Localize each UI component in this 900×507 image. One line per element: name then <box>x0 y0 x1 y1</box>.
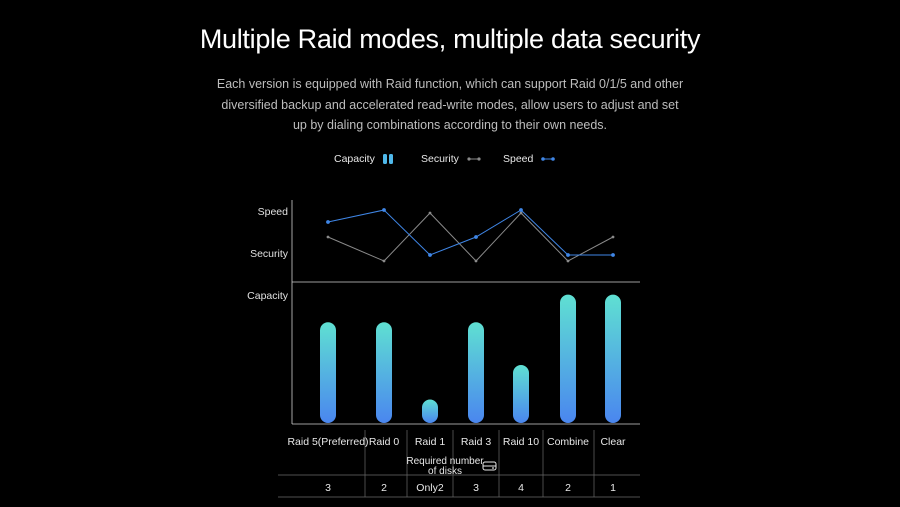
disk-count: 3 <box>325 482 331 494</box>
category-label: Raid 3 <box>461 436 492 448</box>
y-label-capacity: Capacity <box>247 290 289 302</box>
disk-icon <box>482 461 497 471</box>
security-point <box>382 259 386 263</box>
capacity-bars <box>320 294 621 423</box>
category-labels: Raid 5(Preferred)Raid 0 Raid 1 Raid 3 Raid … <box>287 436 626 448</box>
security-point <box>611 235 615 239</box>
capacity-bar <box>422 399 438 423</box>
capacity-bar <box>605 294 621 423</box>
speed-point <box>566 253 570 257</box>
speed-line <box>327 209 613 256</box>
category-label: Raid 0 <box>369 436 400 448</box>
category-label: Clear <box>600 436 626 448</box>
disk-count-row: 3 2 Only2 3 4 2 1 <box>325 482 616 494</box>
chart-legend: Capacity Security Speed <box>0 153 900 169</box>
speed-point <box>326 220 330 224</box>
disk-count: 1 <box>610 482 616 494</box>
speed-point <box>382 208 386 212</box>
security-point <box>428 211 432 215</box>
speed-line-icon <box>541 157 556 162</box>
category-label: Raid 10 <box>503 436 539 448</box>
disk-count: Only2 <box>416 482 444 494</box>
legend-speed: Speed <box>503 153 556 166</box>
security-point <box>519 211 523 215</box>
capacity-bar <box>376 322 392 423</box>
disk-count: 3 <box>473 482 479 494</box>
capacity-bar <box>513 365 529 423</box>
speed-point <box>428 253 432 257</box>
capacity-bar <box>320 322 336 423</box>
legend-speed-label: Speed <box>503 153 534 166</box>
required-disks-label-line2: of disks <box>428 466 462 477</box>
category-label: Combine <box>547 436 589 448</box>
page-subtitle: Each version is equipped with Raid funct… <box>216 77 684 132</box>
category-label: Raid 1 <box>415 436 446 448</box>
category-label: Raid 5(Preferred) <box>287 436 368 448</box>
speed-point <box>611 253 615 257</box>
speed-series <box>326 208 615 257</box>
speed-point <box>519 208 523 212</box>
y-label-security: Security <box>250 248 289 260</box>
disk-count: 4 <box>518 482 524 494</box>
security-point <box>474 259 478 263</box>
security-line <box>327 212 614 262</box>
legend-security-label: Security <box>421 153 459 166</box>
disk-table-grid <box>278 430 640 498</box>
speed-point <box>474 235 478 239</box>
legend-security: Security <box>421 153 481 165</box>
required-disks-label-line1: Required number <box>406 456 484 467</box>
security-series <box>326 211 615 263</box>
capacity-bar <box>560 294 576 423</box>
y-label-speed: Speed <box>258 206 289 218</box>
legend-capacity: Capacity <box>334 153 394 165</box>
legend-capacity-label: Capacity <box>334 153 375 166</box>
capacity-bar <box>468 322 484 423</box>
page-title: Multiple Raid modes, multiple data secur… <box>199 24 701 54</box>
security-point <box>566 259 570 263</box>
security-line-icon <box>467 157 481 161</box>
security-point <box>326 235 330 239</box>
capacity-bars-icon <box>382 154 393 165</box>
disk-count: 2 <box>565 482 571 494</box>
disk-count: 2 <box>381 482 387 494</box>
